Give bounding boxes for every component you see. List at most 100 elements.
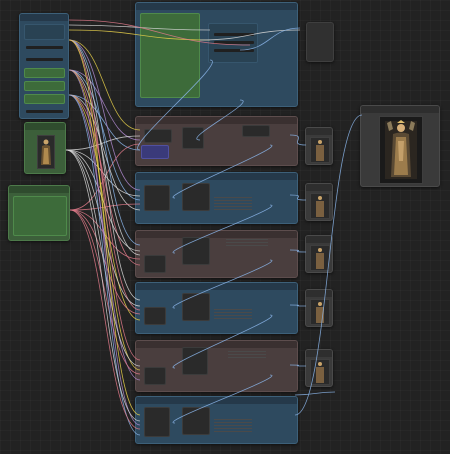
load-image-node[interactable] <box>24 122 66 174</box>
wire <box>68 69 141 201</box>
wire <box>68 39 141 361</box>
prompt-widget[interactable] <box>24 68 65 78</box>
robed-figure-icon <box>316 248 324 269</box>
stage-subnode[interactable] <box>144 185 170 211</box>
node-header[interactable] <box>20 14 68 21</box>
stage-subnode[interactable] <box>182 127 204 149</box>
robed-figure-icon <box>316 302 324 323</box>
text-prompt-node[interactable] <box>8 185 70 241</box>
node-header[interactable] <box>136 283 297 290</box>
wire <box>69 143 141 211</box>
wire <box>69 203 141 211</box>
wire <box>68 94 141 211</box>
wire <box>68 39 141 191</box>
wire <box>65 149 141 252</box>
node-header[interactable] <box>306 290 332 297</box>
wire <box>68 94 141 151</box>
preview-image-node-1[interactable] <box>305 127 333 165</box>
preview-image <box>310 245 330 271</box>
wire <box>69 209 141 430</box>
wire <box>68 94 141 436</box>
prompt-text-area[interactable] <box>13 196 67 236</box>
final-output-node[interactable] <box>360 105 440 187</box>
wire <box>68 94 141 266</box>
sampler-settings <box>226 239 268 248</box>
wire <box>69 209 141 375</box>
stage-subnode[interactable] <box>144 255 166 273</box>
stage-node-1[interactable] <box>135 116 298 166</box>
node-header[interactable] <box>136 173 297 180</box>
stage-subnode[interactable] <box>144 129 172 143</box>
wire <box>65 149 141 422</box>
stage-node-2[interactable] <box>135 172 298 224</box>
node-header[interactable] <box>25 123 65 130</box>
stage-subnode[interactable] <box>141 145 169 159</box>
robed-figure-icon <box>316 362 324 383</box>
node-header[interactable] <box>306 184 332 191</box>
preview-image-node-2[interactable] <box>305 183 333 221</box>
loader-widget-panel <box>24 24 65 40</box>
widget-field[interactable] <box>26 110 63 113</box>
node-header[interactable] <box>306 128 332 135</box>
stage-node-6[interactable] <box>135 396 298 444</box>
stage-subnode[interactable] <box>144 307 166 325</box>
stage-subnode[interactable] <box>182 237 210 265</box>
final-output-image <box>379 116 423 184</box>
wire <box>65 149 141 367</box>
widget-field[interactable] <box>214 33 254 36</box>
node-header[interactable] <box>136 117 297 124</box>
wire <box>68 69 141 141</box>
stage-node-5[interactable] <box>135 340 298 392</box>
wire <box>68 39 141 301</box>
prompt-block[interactable] <box>140 13 200 98</box>
wire <box>69 209 141 260</box>
node-header[interactable] <box>136 341 297 348</box>
input-image-preview <box>37 135 55 169</box>
prompt-widget[interactable] <box>24 81 65 91</box>
stage-subnode[interactable] <box>182 347 208 375</box>
node-header[interactable] <box>9 186 69 193</box>
wire <box>68 94 141 321</box>
preview-image <box>310 137 330 163</box>
stage-subnode[interactable] <box>242 125 270 137</box>
node-header[interactable] <box>306 236 332 243</box>
stage-subnode[interactable] <box>182 183 210 211</box>
wire <box>68 39 141 416</box>
sampler-settings <box>214 309 252 321</box>
preview-image-node-3[interactable] <box>305 235 333 273</box>
stage-node-3[interactable] <box>135 230 298 278</box>
stage-subnode[interactable] <box>182 293 210 321</box>
sampler-settings <box>228 351 266 360</box>
robed-figure-icon <box>316 140 324 161</box>
node-header[interactable] <box>136 397 297 404</box>
node-header[interactable] <box>306 350 332 357</box>
wire <box>69 209 141 315</box>
group-main[interactable] <box>135 2 298 107</box>
preview-image <box>310 193 330 219</box>
preview-image <box>310 359 330 385</box>
model-loader-node[interactable] <box>19 13 69 119</box>
sampler-settings <box>214 419 252 434</box>
node-header[interactable] <box>136 3 297 10</box>
widget-field[interactable] <box>26 58 63 61</box>
robed-figure-icon <box>385 120 417 179</box>
widget-field[interactable] <box>214 49 254 52</box>
prompt-widget[interactable] <box>24 94 65 104</box>
stage-subnode[interactable] <box>144 367 166 385</box>
preview-image-node-4[interactable] <box>305 289 333 327</box>
robed-figure-icon <box>316 196 324 217</box>
wire <box>68 69 141 256</box>
stage-node-4[interactable] <box>135 282 298 334</box>
stage-subnode[interactable] <box>182 407 210 435</box>
wire <box>68 39 141 131</box>
preview-image-node-5[interactable] <box>305 349 333 387</box>
widget-field[interactable] <box>26 46 63 49</box>
wire <box>294 391 336 396</box>
wire <box>68 39 141 246</box>
empty-preview-node[interactable] <box>306 22 334 62</box>
node-header[interactable] <box>361 106 439 113</box>
stage-subnode[interactable] <box>144 407 170 437</box>
widget-field[interactable] <box>214 41 254 44</box>
node-header[interactable] <box>136 231 297 238</box>
